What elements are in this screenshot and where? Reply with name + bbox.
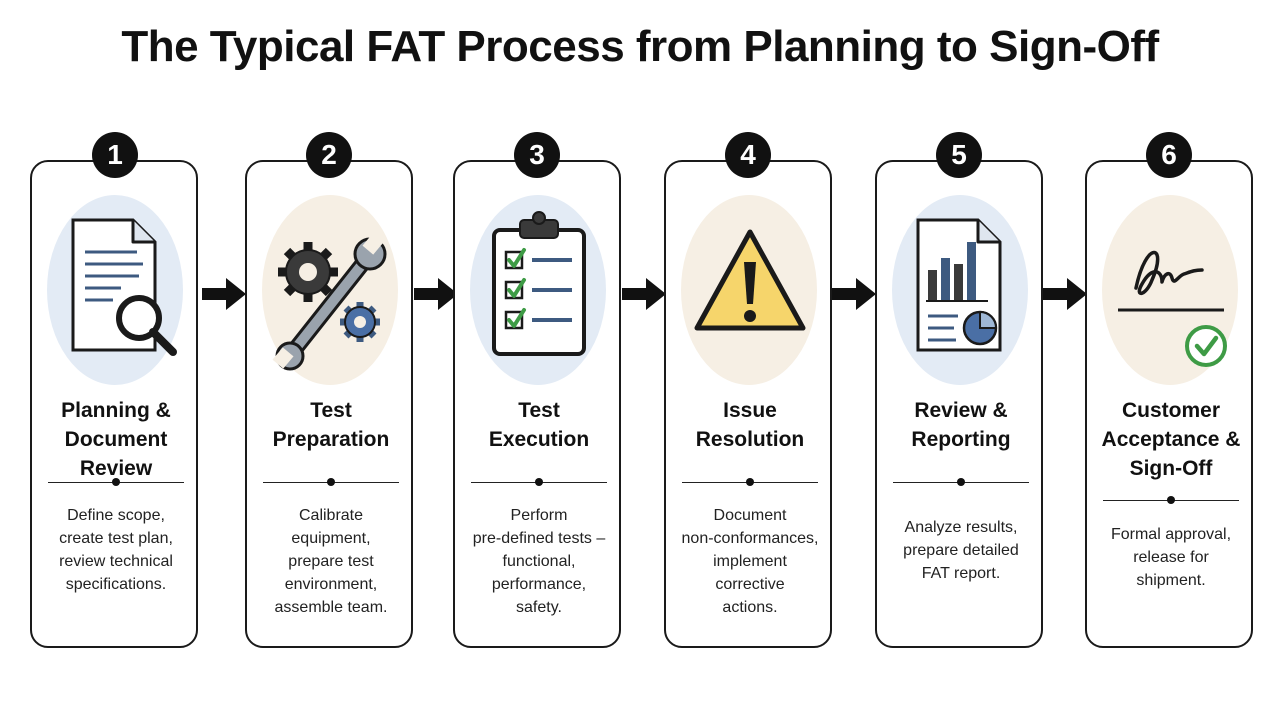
arrow-right-icon (414, 278, 458, 310)
step-title: Customer Acceptance & Sign-Off (1101, 399, 1241, 480)
step-description: Document non-conformances, implement cor… (681, 507, 819, 616)
step-description: Formal approval, release for shipment. (1110, 526, 1232, 589)
step-title: Test Execution (488, 399, 590, 451)
step-card-6: Customer Acceptance & Sign-Off Formal ap… (1085, 160, 1253, 648)
report-chart-icon (916, 218, 1002, 352)
arrow-right-icon (622, 278, 666, 310)
step-description: Perform pre-defined tests – functional, … (472, 507, 606, 616)
clipboard-checklist-icon (492, 211, 586, 356)
page-title: The Typical FAT Process from Planning to… (121, 22, 1159, 71)
arrow-right-icon (202, 278, 246, 310)
divider (263, 478, 399, 486)
step-title: Test Preparation (272, 399, 390, 451)
step-card-4: Issue Resolution Document non-conformanc… (664, 160, 832, 648)
document-magnifier-icon (71, 218, 177, 356)
step-number-badge: 5 (936, 132, 982, 178)
step-number-badge: 1 (92, 132, 138, 178)
divider (1103, 496, 1239, 504)
step-card-3: Test Execution Perform pre-defined tests… (453, 160, 621, 648)
step-title: Issue Resolution (695, 399, 805, 451)
arrow-right-icon (832, 278, 876, 310)
divider (471, 478, 607, 486)
step-title: Planning & Document Review (61, 399, 171, 480)
step-description: Define scope, create test plan, review t… (59, 507, 173, 593)
divider (682, 478, 818, 486)
step-card-1: Planning & Document Review Define scope,… (30, 160, 198, 648)
step-description: Calibrate equipment, prepare test enviro… (274, 507, 388, 616)
step-number-badge: 4 (725, 132, 771, 178)
step-card-5: Review & Reporting Analyze results, prep… (875, 160, 1043, 648)
step-number-badge: 3 (514, 132, 560, 178)
step-description: Analyze results, prepare detailed FAT re… (903, 519, 1019, 582)
divider (48, 478, 184, 486)
step-number-badge: 6 (1146, 132, 1192, 178)
step-card-2: Test Preparation Calibrate equipment, pr… (245, 160, 413, 648)
step-title: Review & Reporting (911, 399, 1011, 451)
step-number-badge: 2 (306, 132, 352, 178)
divider (893, 478, 1029, 486)
gears-wrench-icon (272, 233, 387, 371)
signature-check-icon (1118, 250, 1227, 367)
arrow-right-icon (1043, 278, 1087, 310)
warning-triangle-icon (694, 229, 806, 331)
